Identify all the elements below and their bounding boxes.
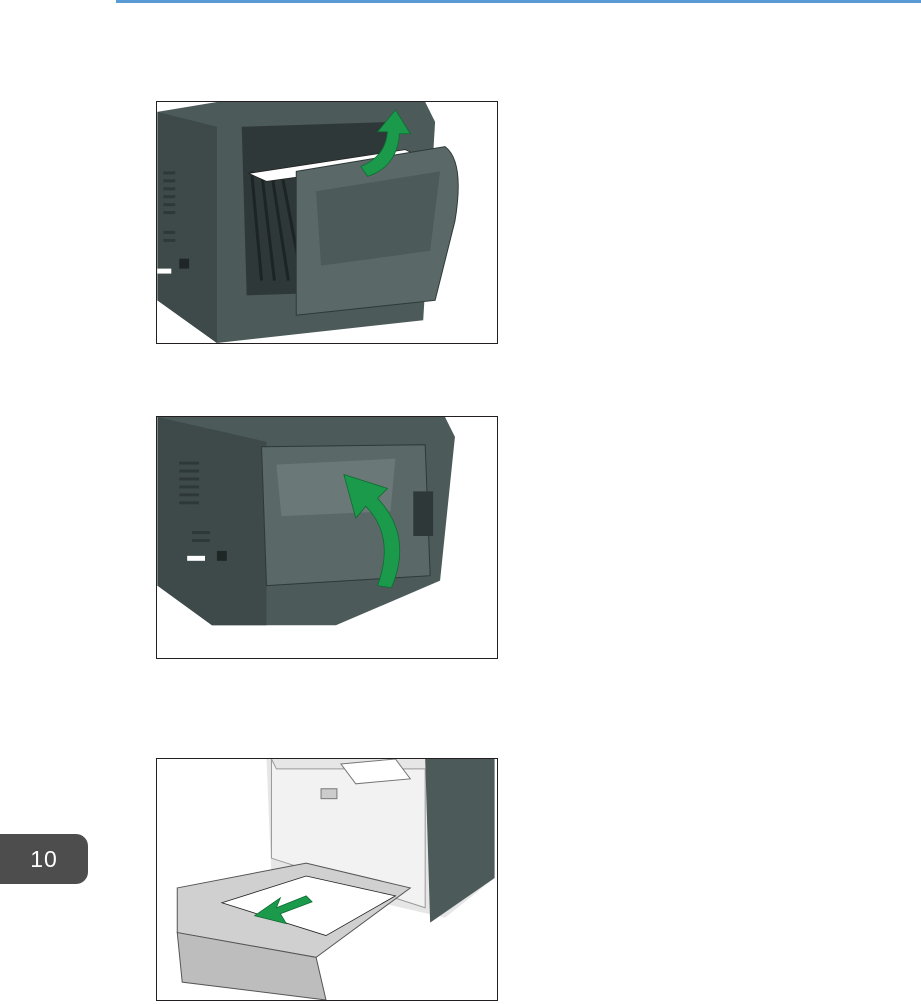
figure-close-rear-cover bbox=[156, 416, 498, 659]
figure-open-rear-cover bbox=[156, 101, 498, 344]
header-rule bbox=[116, 0, 921, 3]
chapter-tab: 10 bbox=[0, 834, 88, 884]
chapter-number: 10 bbox=[30, 846, 58, 873]
figure-pull-out-tray bbox=[156, 758, 498, 1001]
